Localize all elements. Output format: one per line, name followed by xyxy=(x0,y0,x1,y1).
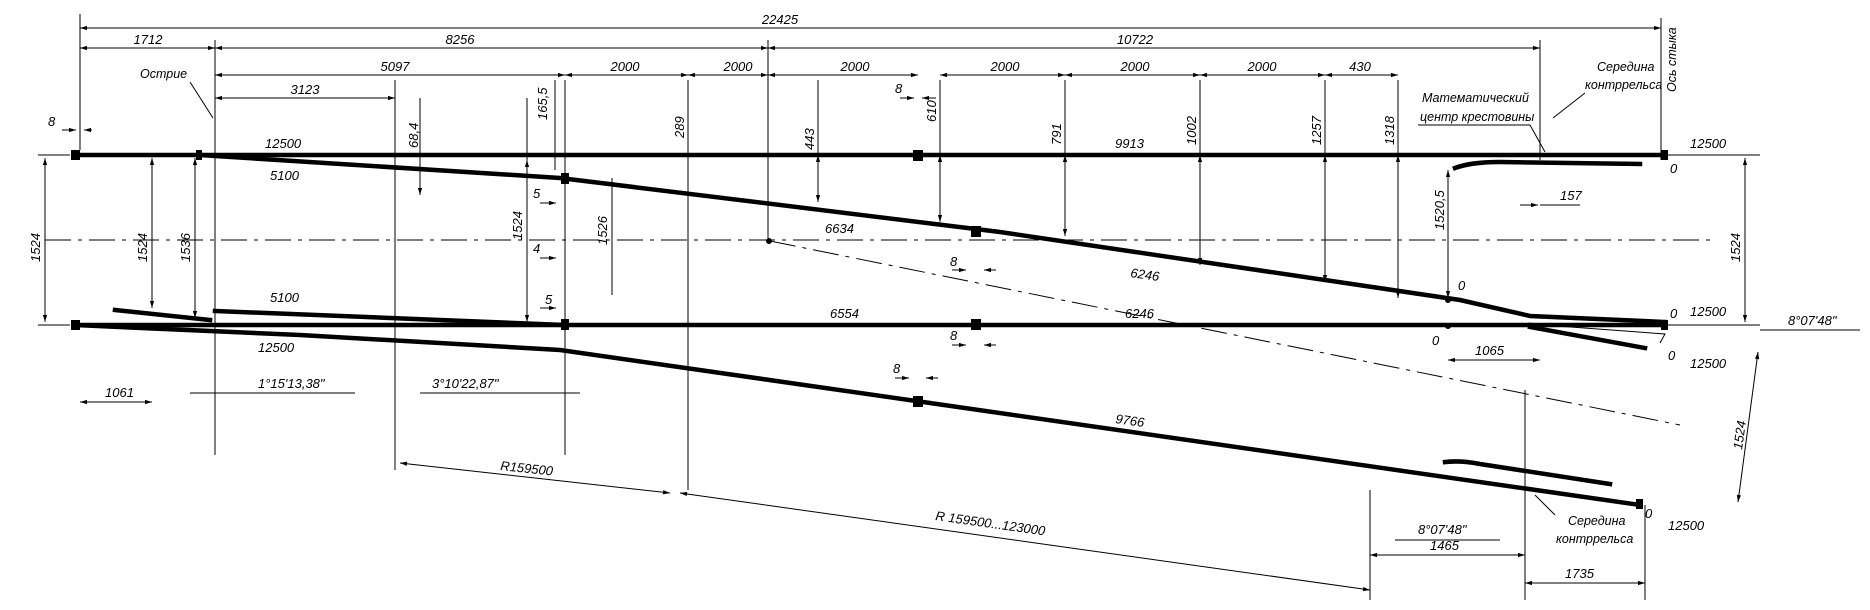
dim-gap-8-mid: 8 xyxy=(895,81,903,96)
dim-430: 430 xyxy=(1349,59,1371,74)
rail-9913: 9913 xyxy=(1115,136,1145,151)
gauge-1524-mid: 1524 xyxy=(510,211,525,240)
dim-8-b: 8 xyxy=(950,328,958,343)
dim-1061: 1061 xyxy=(105,385,134,400)
zero-d: 0 xyxy=(1670,306,1678,321)
dim-2000-1: 2000 xyxy=(610,59,641,74)
ord-791: 791 xyxy=(1049,123,1064,145)
bottom-guard-rail xyxy=(1442,459,1613,487)
rail-5100-upper: 5100 xyxy=(270,168,300,183)
ord-1520-5: 1520,5 xyxy=(1432,189,1447,230)
ord-1318: 1318 xyxy=(1382,115,1397,145)
top-guard-rail xyxy=(1452,159,1643,171)
ord-289: 289 xyxy=(672,116,687,139)
rail-6246-lower: 6246 xyxy=(1125,306,1155,321)
math-center-leader xyxy=(1418,124,1546,153)
dim-1465: 1465 xyxy=(1430,538,1460,553)
lower-switch-point xyxy=(212,308,568,328)
angle-frog-right: 8°07'48" xyxy=(1788,313,1838,328)
dim-1065: 1065 xyxy=(1475,343,1505,358)
rail-12500-top-left: 12500 xyxy=(265,136,302,151)
zero-c: 0 xyxy=(1670,161,1678,176)
frog-point xyxy=(1529,323,1666,344)
gauge-1524-a: 1524 xyxy=(135,233,150,262)
frog-diverging-leg xyxy=(1527,324,1648,351)
ordinate-lines xyxy=(417,80,1451,298)
zero-b: 0 xyxy=(1432,333,1440,348)
rail-12500-top-right: 12500 xyxy=(1690,136,1727,151)
gauge-1536: 1536 xyxy=(178,232,193,262)
label-guard-mid-b2: контррельса xyxy=(1556,532,1633,546)
label-math-center-1: Математический xyxy=(1422,91,1529,105)
ord-68-4: 68,4 xyxy=(406,123,421,148)
dim-total: 22425 xyxy=(761,12,799,27)
angle-curve: 3°10'22,87" xyxy=(432,376,500,391)
rail-joints xyxy=(71,150,1668,509)
angle-switch: 1°15'13,38" xyxy=(258,376,326,391)
rail-12500-bottom-left: 12500 xyxy=(258,340,295,355)
label-guard-mid-b1: Середина xyxy=(1568,514,1625,528)
gauge-1524-left: 1524 xyxy=(28,233,43,262)
label-guard-mid-2: контррельса xyxy=(1585,78,1662,92)
ord-1257: 1257 xyxy=(1309,115,1324,145)
zero-a: 0 xyxy=(1458,278,1466,293)
diverging-center-axis xyxy=(769,240,1681,426)
label-math-center-2: центр крестовины xyxy=(1420,110,1534,124)
lower-stock-bend xyxy=(112,307,213,323)
dim-2000-4: 2000 xyxy=(990,59,1021,74)
gauge-1524-right: 1524 xyxy=(1728,233,1743,262)
dim-gap-8-left: 8 xyxy=(48,114,56,129)
radius-range: R 159500...123000 xyxy=(935,508,1047,538)
rail-6246-upper: 6246 xyxy=(1130,265,1161,284)
dim-2000-6: 2000 xyxy=(1247,59,1278,74)
zero-e: 0 xyxy=(1668,348,1676,363)
zero-f: 0 xyxy=(1645,506,1653,521)
radius-159500: R159500 xyxy=(500,458,555,479)
rail-6634: 6634 xyxy=(825,221,854,236)
dim-8-c: 8 xyxy=(893,361,901,376)
dim-1735: 1735 xyxy=(1565,566,1595,581)
dim-5097: 5097 xyxy=(381,59,411,74)
angle-frog-bottom: 8°07'48" xyxy=(1418,522,1468,537)
dim-8256: 8256 xyxy=(446,32,476,47)
gauge-1526: 1526 xyxy=(595,215,610,245)
dim-2000-2: 2000 xyxy=(723,59,754,74)
dim-5-lower: 5 xyxy=(545,292,553,307)
lower-diverging-rail xyxy=(72,322,1643,508)
ord-610: 610 xyxy=(924,100,939,122)
upper-curved-rail xyxy=(197,152,1668,325)
dim-2000-3: 2000 xyxy=(840,59,871,74)
label-guard-mid-1: Середина xyxy=(1597,60,1654,74)
label-ostrie: Острие xyxy=(140,67,187,81)
rail-12500-mid-right: 12500 xyxy=(1690,304,1727,319)
label-joint-axis: Ось стыка xyxy=(1665,27,1679,92)
rail-5100-lower: 5100 xyxy=(270,290,300,305)
dim-10722: 10722 xyxy=(1117,32,1154,47)
gauge-1524-bottom-right: 1524 xyxy=(1730,420,1749,451)
dim-8-a: 8 xyxy=(950,254,958,269)
dim-5-upper: 5 xyxy=(533,186,541,201)
ord-1002: 1002 xyxy=(1184,115,1199,145)
dim-4: 4 xyxy=(533,241,540,256)
rail-12500-bottom-right: 12500 xyxy=(1668,518,1705,533)
radius-lines xyxy=(399,390,1646,600)
ord-165-5: 165,5 xyxy=(535,87,550,120)
rail-12500-lower-right: 12500 xyxy=(1690,356,1727,371)
dim-3123: 3123 xyxy=(291,82,321,97)
dim-1712: 1712 xyxy=(134,32,164,47)
ord-443: 443 xyxy=(802,128,817,150)
dim-157: 157 xyxy=(1560,188,1582,203)
rail-9766: 9766 xyxy=(1115,411,1146,430)
dim-2000-5: 2000 xyxy=(1120,59,1151,74)
rail-6554: 6554 xyxy=(830,306,859,321)
